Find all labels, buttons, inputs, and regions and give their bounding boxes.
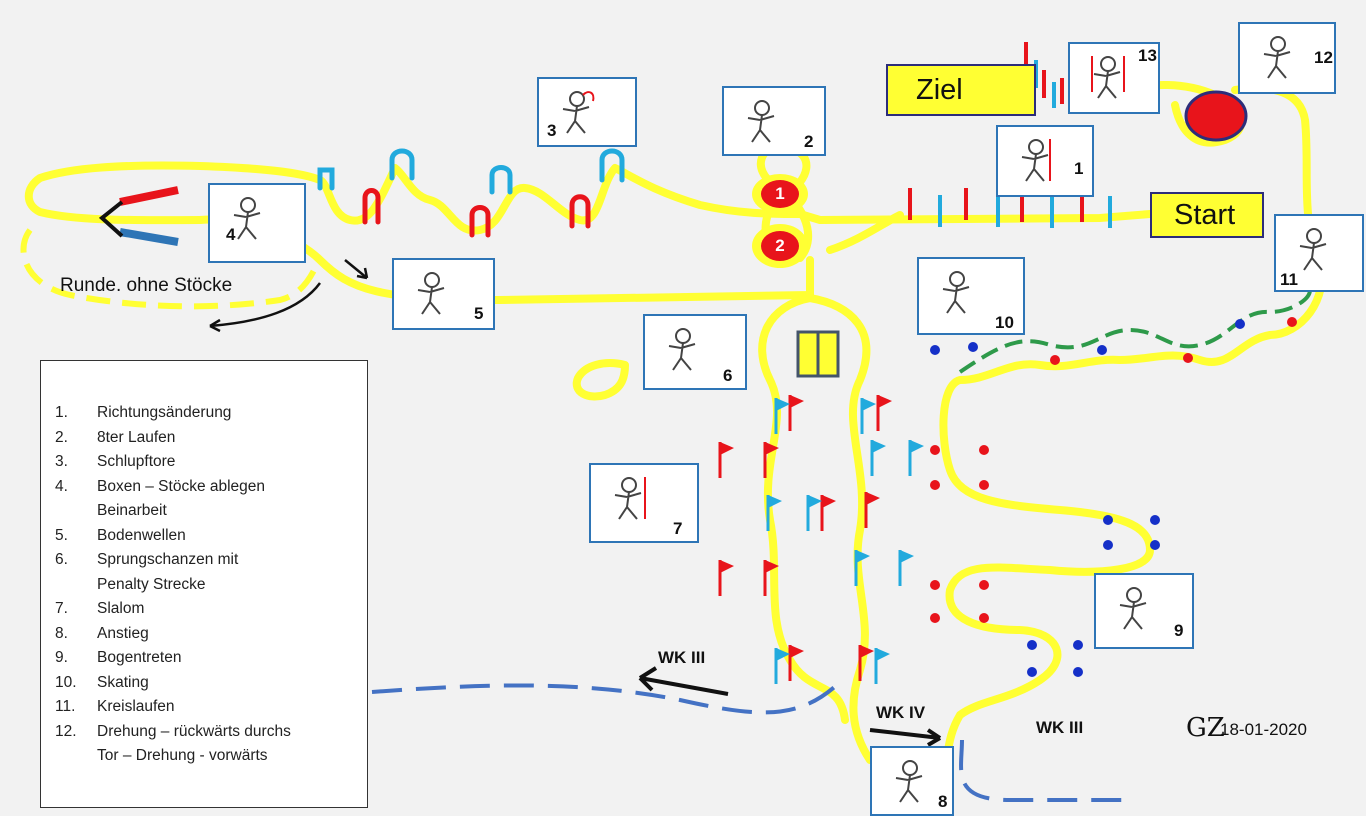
- path-green: [958, 289, 1312, 374]
- wk-iii-right: WK III: [1036, 718, 1084, 737]
- station-7: 7: [589, 463, 699, 543]
- direction-arrows: [209, 259, 369, 333]
- station-5: 5: [392, 258, 495, 330]
- path-wk3: [371, 680, 842, 715]
- station-12: 12: [1238, 22, 1336, 94]
- skier-pictogram-icon: [1091, 56, 1125, 99]
- ziel-sign-label: Ziel: [916, 73, 963, 106]
- arch-gates: [317, 148, 625, 238]
- track-loop-dashed: [20, 228, 321, 310]
- arrow-wk3: [639, 676, 729, 696]
- date-label: 18-01-2020: [1220, 720, 1307, 739]
- legend-item: 1.Richtungsänderung: [55, 404, 232, 421]
- station-2-number: 2: [804, 132, 814, 151]
- author-initials: GZ: [1186, 713, 1225, 743]
- legend-item: 9.Bogentreten: [55, 649, 182, 666]
- box-gates: [98, 186, 179, 246]
- station-12-number: 12: [1314, 48, 1333, 67]
- track-jump: [572, 359, 629, 401]
- arrow-loop: [209, 282, 322, 328]
- station-9: 9: [1094, 573, 1194, 649]
- legend-item: 4.Boxen – Stöcke ablegen Beinarbeit: [55, 477, 266, 520]
- dash-blue: [371, 680, 1130, 802]
- circle-marker-2-label: 2: [761, 231, 799, 261]
- station-2: 2: [722, 86, 826, 156]
- track-to-finish: [936, 84, 1326, 784]
- start-sign: Start: [1150, 192, 1264, 238]
- legend-item: 8.Anstieg: [55, 624, 149, 642]
- station-4: 4: [208, 183, 306, 263]
- legend-item: 2.8ter Laufen: [55, 428, 176, 446]
- skier-pictogram-icon: [614, 477, 646, 520]
- legend-item: 6.Sprungschanzen mit Penalty Strecke: [55, 551, 239, 593]
- ziel-sign: Ziel: [886, 64, 1036, 116]
- loop-label: Runde. ohne Stöcke: [60, 275, 233, 296]
- station-1: 1: [996, 125, 1094, 197]
- legend-box: 1.Richtungsänderung 2.8ter Laufen 3.Schl…: [40, 360, 368, 808]
- station-8: 8: [870, 746, 954, 816]
- skier-pictogram-icon: [1299, 228, 1327, 271]
- skier-pictogram-icon: [1263, 36, 1291, 79]
- skier-pictogram-icon: [668, 328, 696, 371]
- skier-pictogram-icon: [233, 197, 261, 240]
- station-11: 11: [1274, 214, 1364, 292]
- station-13-number: 13: [1138, 46, 1157, 65]
- turn-target: [1184, 90, 1248, 142]
- legend-item: 5.Bodenwellen: [55, 526, 186, 544]
- station-1-number: 1: [1074, 159, 1084, 178]
- track-slalom-right: [806, 294, 874, 764]
- wk-iii-left: WK III: [658, 648, 706, 667]
- station-7-number: 7: [673, 519, 683, 538]
- skier-pictogram-icon: [1021, 139, 1051, 182]
- legend-list: 1.Richtungsänderung 2.8ter Laufen 3.Schl…: [55, 401, 291, 769]
- legend-item: 7.Slalom: [55, 600, 145, 617]
- station-6-number: 6: [723, 366, 733, 385]
- cone-markers: [930, 317, 1297, 677]
- circle-marker-2: 2: [752, 224, 808, 268]
- station-3: 3: [537, 77, 637, 147]
- station-10: 10: [917, 257, 1025, 335]
- start-sign-label: Start: [1174, 198, 1236, 231]
- station-11-number: 11: [1280, 270, 1298, 289]
- station-5-number: 5: [474, 304, 484, 323]
- track-top-run: [24, 161, 1154, 235]
- station-8-number: 8: [938, 792, 948, 811]
- arrow-wk4: [869, 728, 941, 740]
- circle-marker-1-label: 1: [761, 180, 799, 208]
- station-3-number: 3: [547, 121, 557, 140]
- legend-item: 10.Skating: [55, 673, 149, 691]
- skier-pictogram-icon: [747, 100, 775, 143]
- circle-marker-1: 1: [752, 174, 808, 214]
- track-finish-link: [826, 211, 904, 254]
- wk-arrows: [638, 666, 942, 747]
- station-13: 13: [1068, 42, 1160, 114]
- skier-pictogram-icon: [1119, 587, 1147, 630]
- legend-item: 11.Kreislaufen: [55, 698, 175, 715]
- skier-pictogram-icon: [417, 272, 445, 315]
- slalom-flags: [718, 395, 924, 684]
- path-wk4: [959, 739, 1130, 802]
- station-6: 6: [643, 314, 747, 390]
- skier-pictogram-icon: [895, 760, 923, 803]
- legend-item: 12.Drehung – rückwärts durchs Tor – Dreh…: [55, 722, 291, 765]
- arrow-to-5: [344, 259, 368, 279]
- track-slalom-left: [758, 294, 849, 724]
- legend-item: 3.Schlupftore: [55, 453, 176, 470]
- skier-pictogram-icon: [562, 91, 595, 134]
- wk-iv: WK IV: [876, 703, 926, 722]
- station-9-number: 9: [1174, 621, 1184, 640]
- start-poles: [908, 188, 1112, 228]
- station-4-number: 4: [226, 225, 236, 244]
- station-10-number: 10: [995, 313, 1014, 332]
- skier-pictogram-icon: [942, 271, 970, 314]
